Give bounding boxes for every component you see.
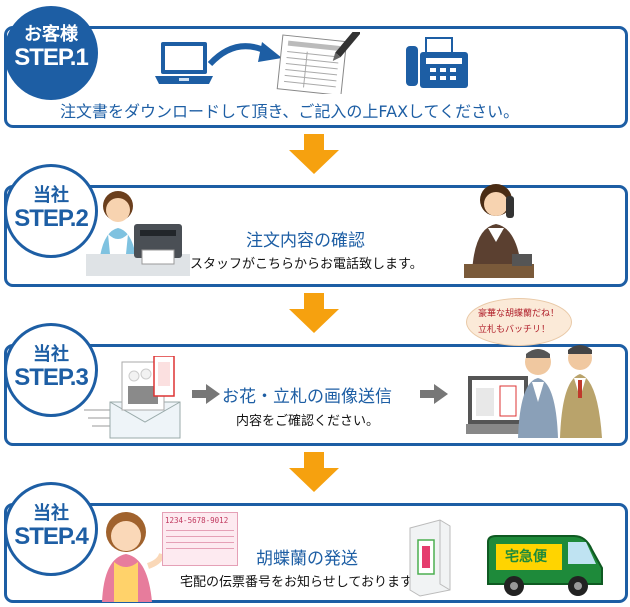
delivery-slip: 1234-5678-9012 bbox=[162, 512, 238, 566]
truck-label: 宅急便 bbox=[505, 549, 547, 565]
speech-bubble-line2: 立札もバッチリ！ bbox=[478, 325, 551, 335]
step3-badge: 当社 STEP.3 bbox=[4, 323, 98, 417]
businessmen-laptop-illustration bbox=[466, 345, 602, 438]
order-form-icon bbox=[276, 32, 360, 94]
down-arrow-icon bbox=[289, 293, 339, 333]
package-box-illustration bbox=[409, 519, 451, 597]
mail-photo-illustration bbox=[84, 356, 181, 439]
gray-arrow-icon bbox=[420, 384, 448, 404]
speech-bubble bbox=[466, 298, 572, 346]
step1-badge: お客様 STEP.1 bbox=[4, 6, 98, 100]
step4-label: STEP.4 bbox=[14, 523, 89, 550]
down-arrow-icon bbox=[289, 452, 339, 492]
step3-label: STEP.3 bbox=[14, 364, 89, 391]
step2-who: 当社 bbox=[33, 185, 69, 205]
slip-number: 1234-5678-9012 bbox=[165, 516, 229, 525]
speech-bubble-line1: 豪華な胡蝶蘭だね！ bbox=[478, 309, 560, 319]
step4-who: 当社 bbox=[33, 503, 69, 523]
staff-printer-illustration bbox=[86, 191, 190, 276]
operator-phone-illustration bbox=[464, 184, 534, 278]
step3-subtitle: 内容をご確認ください。 bbox=[236, 414, 380, 429]
step1-who: お客様 bbox=[24, 24, 78, 44]
step2-subtitle: スタッフがこちらからお電話致します。 bbox=[190, 257, 423, 272]
step2-badge: 当社 STEP.2 bbox=[4, 164, 98, 258]
down-arrow-icon bbox=[289, 134, 339, 174]
step3-title: お花・立札の画像送信 bbox=[222, 387, 392, 407]
step2-label: STEP.2 bbox=[14, 205, 89, 232]
step1-title: 注文書をダウンロードして頂き、ご記入の上FAXしてください。 bbox=[60, 102, 520, 121]
step4-subtitle: 宅配の伝票番号をお知らせしております。 bbox=[180, 575, 425, 590]
laptop-icon bbox=[155, 42, 213, 84]
send-arrow-icon bbox=[207, 42, 282, 67]
delivery-truck-icon bbox=[487, 535, 603, 596]
step4-title: 胡蝶蘭の発送 bbox=[256, 549, 358, 569]
step3-who: 当社 bbox=[33, 344, 69, 364]
step4-badge: 当社 STEP.4 bbox=[4, 482, 98, 576]
step1-label: STEP.1 bbox=[14, 44, 89, 71]
gray-arrow-icon bbox=[192, 384, 220, 404]
staff-girl-illustration bbox=[102, 512, 164, 602]
step2-title: 注文内容の確認 bbox=[246, 231, 365, 251]
fax-icon bbox=[406, 37, 468, 88]
